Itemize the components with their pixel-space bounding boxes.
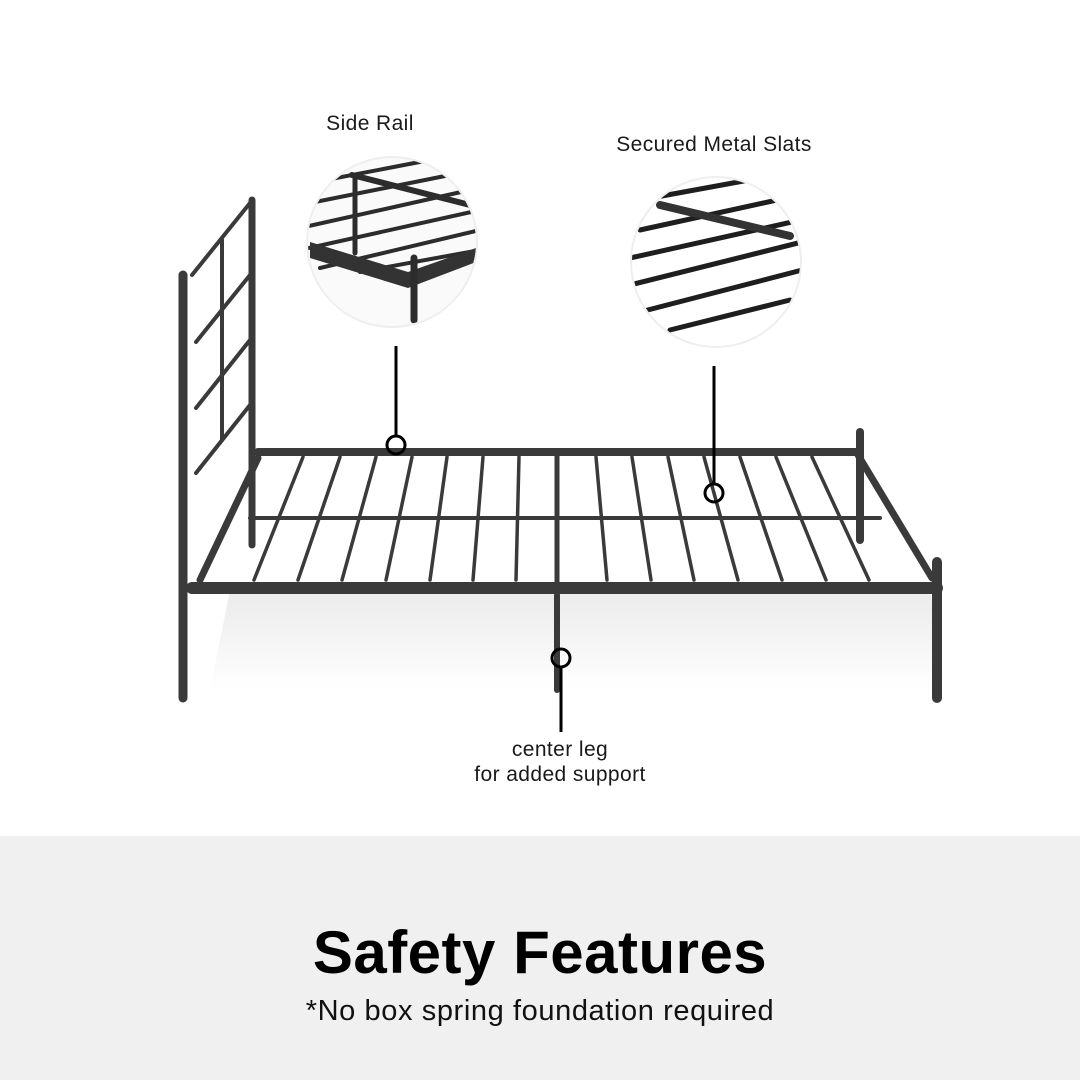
banner-subtitle: *No box spring foundation required bbox=[305, 995, 775, 1027]
slats-marker bbox=[703, 482, 725, 504]
callout-markers bbox=[385, 346, 725, 732]
slats bbox=[252, 455, 871, 582]
side-rail-marker bbox=[385, 434, 407, 456]
center-leg-label-line1: center leg bbox=[511, 738, 609, 761]
bed-frame-illustration bbox=[178, 156, 945, 732]
banner-title: Safety Features bbox=[312, 919, 768, 986]
headboard bbox=[178, 196, 256, 703]
feature-banner bbox=[0, 836, 1080, 1080]
metal-slats-detail bbox=[630, 176, 802, 348]
center-leg-label-line2: for added support bbox=[474, 763, 646, 786]
side-rail-label: Side Rail bbox=[326, 112, 414, 135]
metal-slats-label: Secured Metal Slats bbox=[616, 133, 812, 156]
side-rail-detail bbox=[306, 156, 478, 328]
center-leg-label: center leg for added support bbox=[430, 737, 690, 787]
